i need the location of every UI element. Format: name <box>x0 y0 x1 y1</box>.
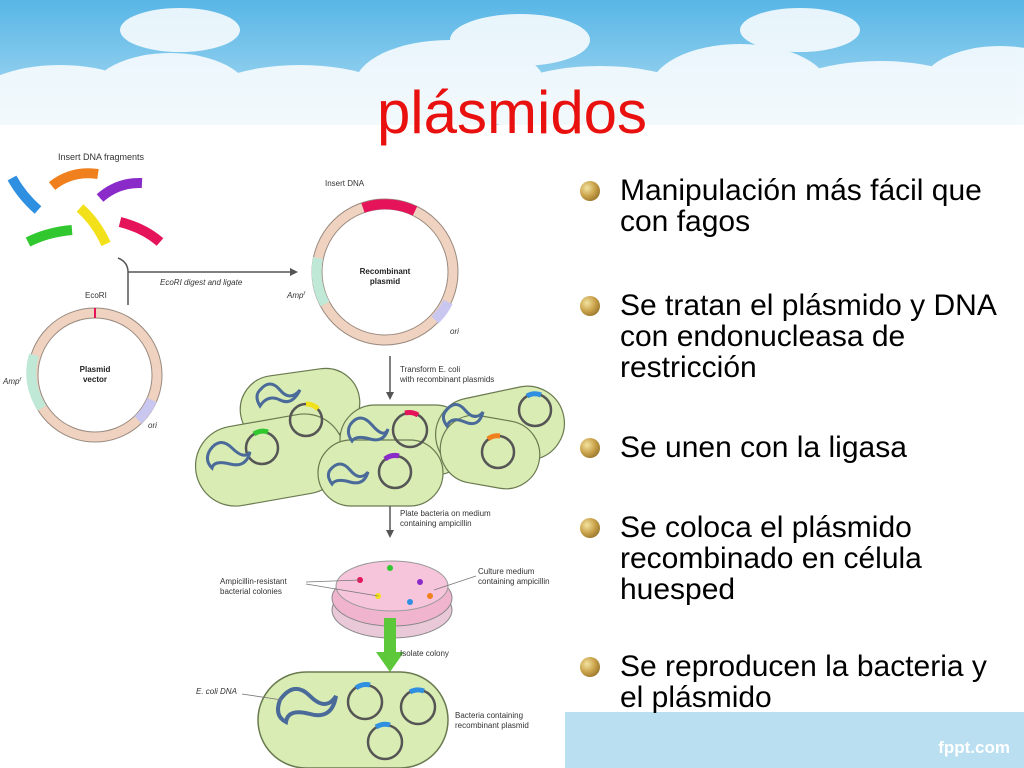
bullet-text: Manipulación más fácil que con fagos <box>620 174 982 238</box>
recombinant-label-1: Recombinant <box>360 267 411 276</box>
recombinant-label-2: plasmid <box>370 277 400 286</box>
recombinant-bacterium <box>257 671 449 768</box>
medium-pointer <box>433 575 477 591</box>
bullet-item: Se coloca el plásmido recombinado en cél… <box>578 512 1018 605</box>
transform-label-2: with recombinant plasmids <box>399 375 494 384</box>
bullet-item: Manipulación más fácil que con fagos <box>578 175 1018 237</box>
medium-label-1: Culture medium <box>478 567 535 576</box>
vector-ori-label: ori <box>148 421 157 430</box>
bullet-text: Se unen con la ligasa <box>620 431 907 464</box>
resistant-label-2: bacterial colonies <box>220 587 282 596</box>
recombinant-plasmid <box>311 198 459 346</box>
plasmid-cloning-diagram: Insert DNA fragments EcoRI digest and li… <box>2 152 565 768</box>
resistant-label-1: Ampicillin-resistant <box>220 577 287 586</box>
ecori-label: EcoRI <box>85 291 107 300</box>
plasmid-vector <box>26 307 163 443</box>
sky-background <box>0 0 1024 150</box>
recombinant-ori-label: ori <box>450 327 459 336</box>
dna-fragments <box>7 168 164 247</box>
bullet-text: Se tratan el plásmido y DNA con endonucl… <box>620 289 996 384</box>
insert-fragments-label: Insert DNA fragments <box>58 152 145 162</box>
bullet-sphere-icon <box>580 181 600 201</box>
footer-band: fppt.com <box>565 712 1024 768</box>
bullet-item: Se reproducen la bacteria y el plásmido <box>578 651 1018 713</box>
transform-label-1: Transform E. coli <box>400 365 460 374</box>
containing-label-2: recombinant plasmid <box>455 721 529 730</box>
colony-pointer <box>305 579 379 597</box>
bullet-text: Se reproducen la bacteria y el plásmido <box>620 650 987 714</box>
insert-dna-label: Insert DNA <box>325 179 365 188</box>
slide-title: plásmidos <box>376 79 648 146</box>
medium-label-2: containing ampicillin <box>478 577 550 586</box>
bullet-sphere-icon <box>580 296 600 316</box>
recombinant-ampr-label: Ampr <box>286 291 306 300</box>
bullet-sphere-icon <box>580 438 600 458</box>
digest-label: EcoRI digest and ligate <box>160 278 243 287</box>
vector-ampr-label: Ampr <box>2 377 22 386</box>
digest-arrow <box>117 257 290 305</box>
bullet-sphere-icon <box>580 518 600 538</box>
ecoli-dna-pointer <box>241 693 283 701</box>
ecoli-dna-label: E. coli DNA <box>196 687 237 696</box>
containing-label-1: Bacteria containing <box>455 711 523 720</box>
plate-label-2: containing ampicillin <box>400 519 472 528</box>
plasmid-vector-label-1: Plasmid <box>80 365 111 374</box>
bacterial-chromosomes <box>205 382 485 487</box>
bullet-list: Manipulación más fácil que con fagos Se … <box>578 175 1018 713</box>
plasmid-insert-marks <box>252 391 542 462</box>
bullet-item: Se tratan el plásmido y DNA con endonucl… <box>578 290 1018 383</box>
isolate-arrow <box>376 618 404 672</box>
bullet-item: Se unen con la ligasa <box>578 432 1018 463</box>
bullet-sphere-icon <box>580 657 600 677</box>
plasmid-vector-label-2: vector <box>83 375 107 384</box>
plate-label-1: Plate bacteria on medium <box>400 509 491 518</box>
isolate-label: Isolate colony <box>400 649 449 658</box>
bullet-text: Se coloca el plásmido recombinado en cél… <box>620 511 922 606</box>
brand-logo: fppt.com <box>938 738 1010 757</box>
